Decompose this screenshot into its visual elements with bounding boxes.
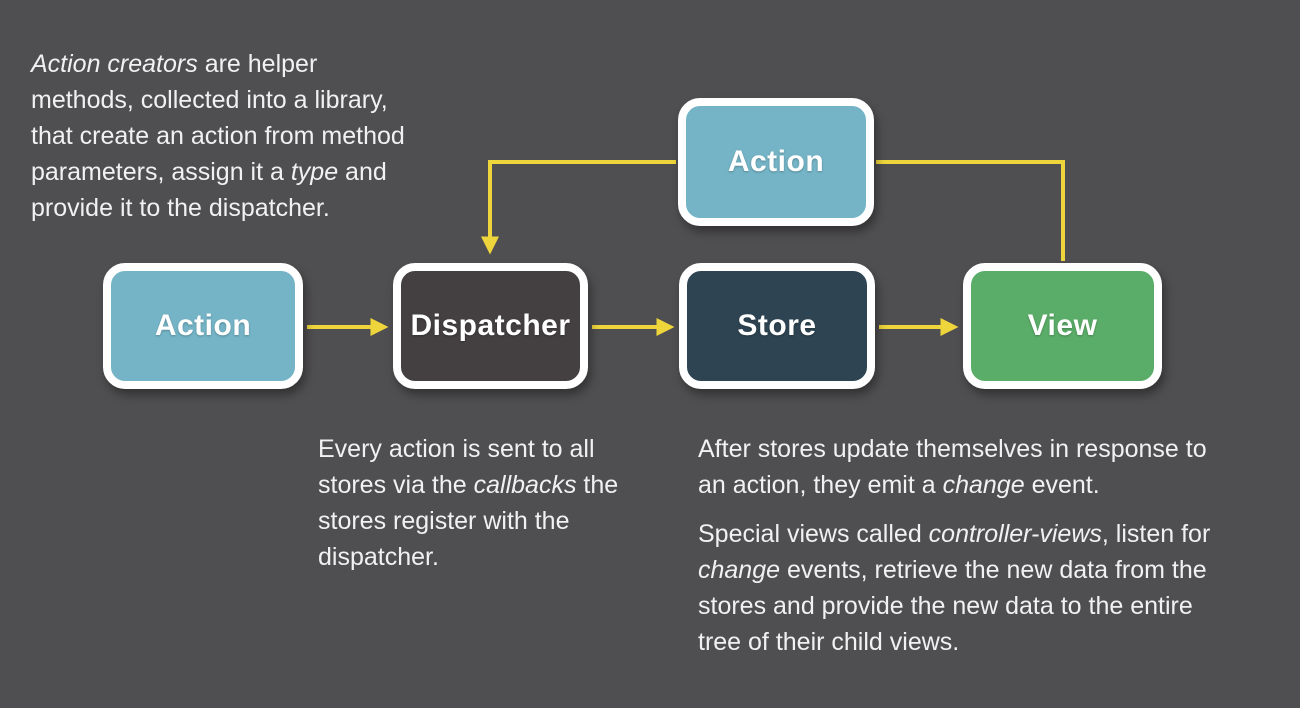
- node-action-top-label: Action: [727, 145, 825, 178]
- node-dispatcher-label: Dispatcher: [410, 309, 571, 342]
- node-store-label: Store: [737, 309, 817, 342]
- connector-view-to-action: [876, 160, 1065, 261]
- node-store: Store: [679, 263, 875, 389]
- node-action-left-label: Action: [154, 309, 252, 342]
- note-store: After stores update themselves in respon…: [698, 431, 1278, 660]
- node-action-left: Action: [103, 263, 303, 389]
- connector-action-to-dispatcher: [481, 160, 676, 255]
- note-store-paragraph-2: Special views called controller-views, l…: [698, 520, 1211, 656]
- node-action-top: Action: [678, 98, 874, 226]
- node-view-label: View: [1027, 309, 1098, 342]
- node-view: View: [963, 263, 1162, 389]
- node-dispatcher: Dispatcher: [393, 263, 588, 389]
- note-store-paragraph-1: After stores update themselves in respon…: [698, 435, 1207, 499]
